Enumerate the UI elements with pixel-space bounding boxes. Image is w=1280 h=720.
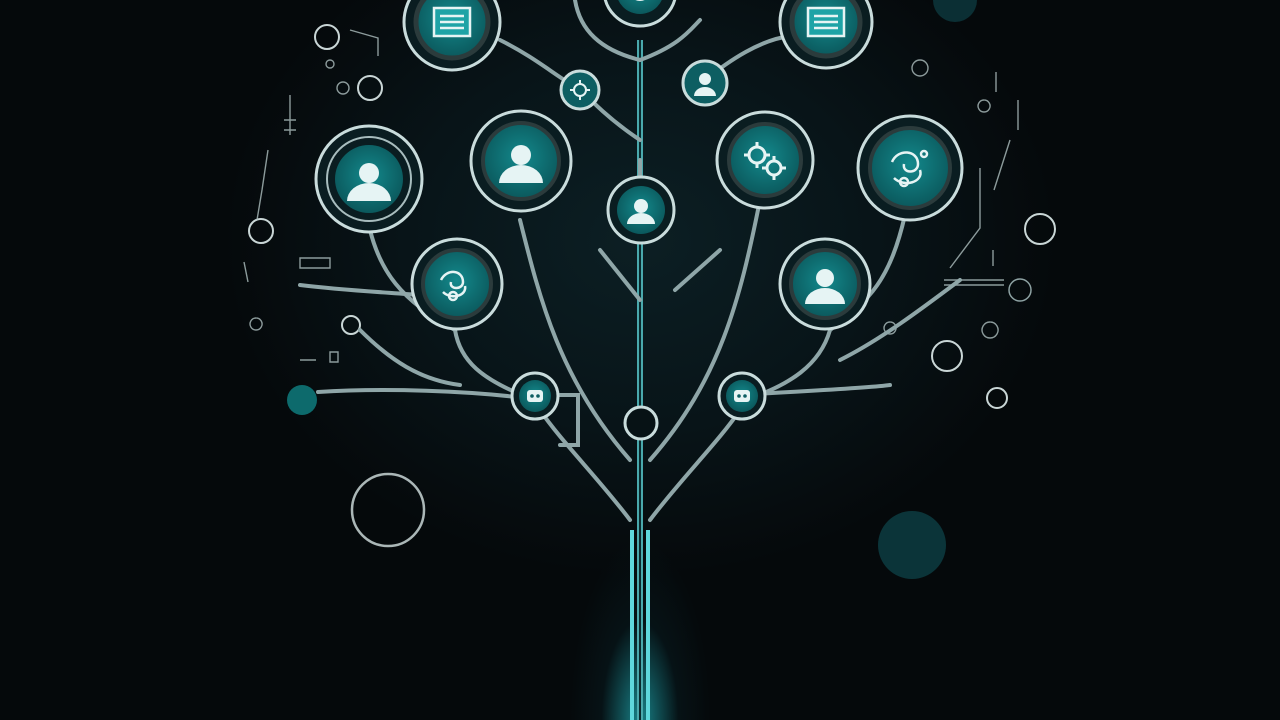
robot-icon [527,390,543,402]
user-icon [627,199,655,224]
gears-icon [744,142,786,180]
node-user-center-left [469,109,573,213]
node-small-bot-left [510,371,560,421]
filled-dot-decoration [878,511,946,579]
outline-circle-decoration [931,340,963,372]
outline-circle-decoration [357,75,383,101]
user-icon [805,269,845,304]
ring-icon [623,405,659,441]
robot-icon [734,390,750,402]
document-list-icon [432,6,472,38]
outline-circle-decoration [350,472,426,548]
outline-circle-decoration [1024,213,1056,245]
outline-circle-decoration [341,315,361,335]
node-document-right [778,0,874,70]
node-small-bot-right [717,371,767,421]
node-small-gear [559,69,601,111]
node-gears [715,110,815,210]
outline-circle-decoration [1008,278,1032,302]
node-trunk-ring [623,405,659,441]
node-top-center [603,0,677,28]
outline-circle-decoration [986,387,1008,409]
small-glyphs [243,29,1019,363]
node-swirl-left [410,237,504,331]
node-user-right-mid [778,237,872,331]
swirl-pattern-icon [439,270,467,302]
document-list-icon [806,6,846,38]
user-icon [347,163,391,201]
node-user-center [606,175,676,245]
tree-nodes [314,0,964,441]
node-swirl-right [856,114,964,222]
gear-icon [570,80,590,100]
swirl-pattern-icon [890,149,929,188]
node-user-large-left [314,124,424,234]
filled-dot-decoration [933,0,977,22]
node-document-left [402,0,502,72]
node-small-user [681,59,729,107]
user-icon [499,145,543,183]
outline-circle-decoration [314,24,340,50]
user-icon [694,73,716,96]
tree-branches [298,0,962,522]
filled-dot-decoration [287,385,317,415]
outline-circle-decoration [248,218,274,244]
background-decorations [243,0,1056,579]
tree-trunk [629,40,651,720]
